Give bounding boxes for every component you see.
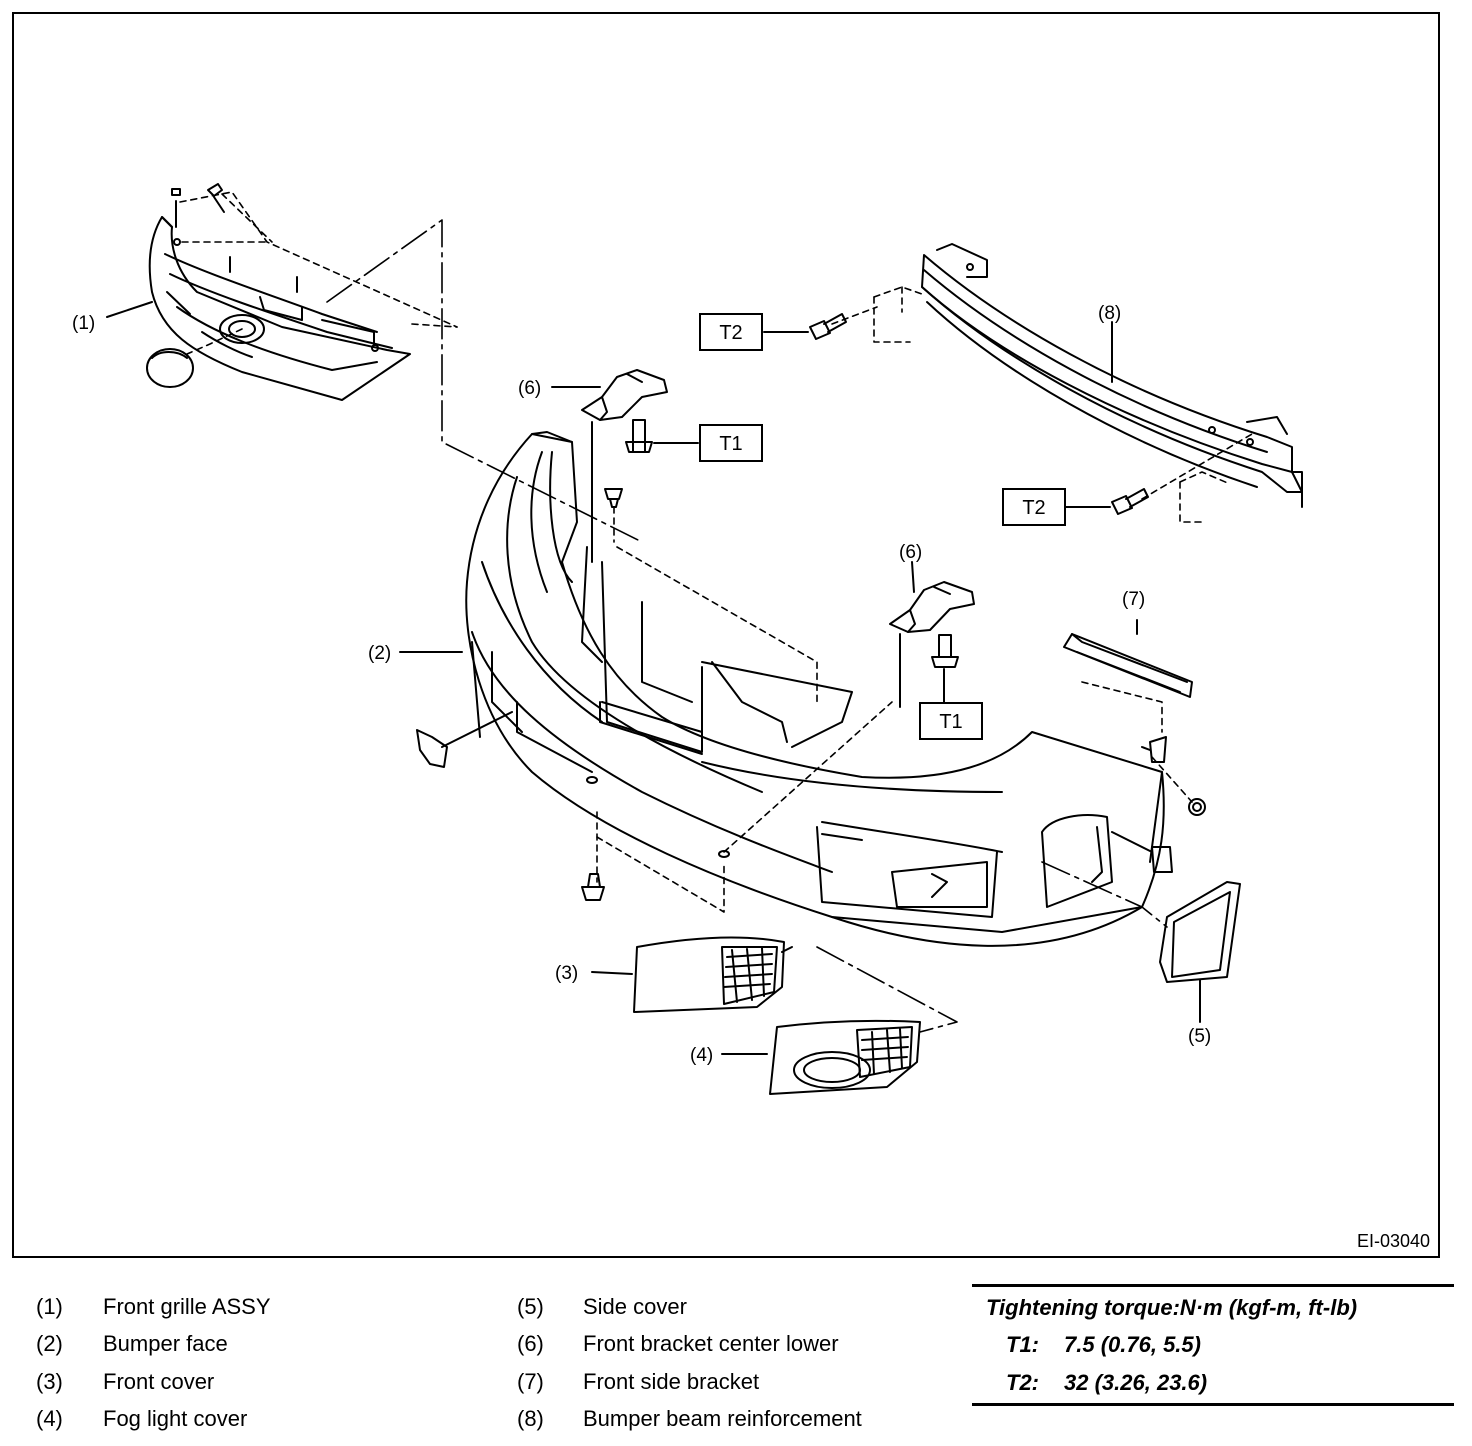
cover-dashdot-guides (816, 861, 1168, 1033)
legend-name: Fog light cover (103, 1406, 248, 1431)
legend-name: Side cover (583, 1294, 687, 1319)
grille-dashed-guides (179, 191, 458, 355)
legend-number: (2) (36, 1331, 63, 1356)
torque-table-title: Tightening torque:N·m (kgf-m, ft-lb) (986, 1295, 1358, 1320)
torque-key: T1: (1006, 1332, 1039, 1357)
callout-leaders (106, 301, 1113, 653)
front-bracket-center-lower-a (581, 369, 668, 563)
torque-box-t2-top-label: T2 (719, 322, 742, 344)
torque-table: Tightening torque:N·m (kgf-m, ft-lb) T1:… (972, 1284, 1454, 1406)
front-cover (591, 936, 793, 1013)
legend-number: (1) (36, 1294, 63, 1319)
front-side-bracket (1063, 619, 1193, 698)
side-cover (1159, 881, 1241, 1023)
torque-value: 7.5 (0.76, 5.5) (1064, 1332, 1201, 1357)
legend-name: Bumper face (103, 1331, 228, 1356)
legend-name: Front side bracket (583, 1369, 760, 1394)
callout-1: (1) (72, 313, 95, 334)
clip-side-bracket (1111, 736, 1206, 873)
front-bracket-center-lower-b (889, 581, 975, 708)
legend-name: Front bracket center lower (583, 1331, 839, 1356)
legend-name: Front cover (103, 1369, 215, 1394)
torque-box-t1-upper-label: T1 (719, 433, 742, 455)
front-grille-assy (146, 183, 411, 401)
callout-6b: (6) (899, 542, 922, 563)
bolt-t1-upper (625, 419, 699, 453)
bolt-t2-right (1065, 488, 1149, 515)
callout-7: (7) (1122, 589, 1145, 610)
callout-3: (3) (555, 963, 578, 984)
legend-number: (3) (36, 1369, 63, 1394)
bumper-beam-reinforcement (921, 243, 1303, 508)
torque-box-t2-right-label: T2 (1022, 497, 1045, 519)
clip-center (604, 488, 623, 508)
bolt-t2-top (763, 313, 847, 340)
torque-box-t1-lower-label: T1 (939, 711, 962, 733)
torque-value: 32 (3.26, 23.6) (1064, 1370, 1208, 1395)
torque-box-t2-top: T2 (699, 313, 763, 351)
torque-box-t2-right: T2 (1002, 488, 1066, 526)
clip-lower (581, 873, 605, 901)
legend-number: (6) (517, 1331, 544, 1356)
exploded-parts-diagram: (1) (2) (3) (4) (5) (6) (6) (7) (8) T2 T… (72, 183, 1303, 1095)
legend-name: Bumper beam reinforcement (583, 1406, 862, 1431)
legend-number: (7) (517, 1369, 544, 1394)
legend-name: Front grille ASSY (103, 1294, 271, 1319)
torque-box-t1-upper: T1 (699, 424, 763, 462)
legend-number: (4) (36, 1406, 63, 1431)
bolt-t1-lower (931, 634, 959, 703)
bumper-face (465, 431, 1165, 947)
figure-code: EI-03040 (1356, 1231, 1430, 1251)
callout-5: (5) (1188, 1026, 1211, 1047)
grille-to-bumper-guide (326, 219, 643, 543)
bumper-dashed-guides (596, 506, 1193, 913)
bumper-side-clip (416, 711, 513, 768)
torque-box-t1-lower: T1 (919, 702, 983, 740)
torque-key: T2: (1006, 1370, 1039, 1395)
callout-2: (2) (368, 643, 391, 664)
parts-legend: (1) Front grille ASSY (2) Bumper face (3… (0, 1288, 1472, 1438)
fog-light-cover (721, 1019, 921, 1095)
callout-4: (4) (690, 1045, 713, 1066)
legend-number: (5) (517, 1294, 544, 1319)
callout-6a: (6) (518, 378, 541, 399)
legend-number: (8) (517, 1406, 544, 1431)
beam-dashed-guides (831, 286, 1253, 523)
diagram-frame: (1) (2) (3) (4) (5) (6) (6) (7) (8) T2 T… (12, 12, 1440, 1258)
callout-8: (8) (1098, 303, 1121, 324)
